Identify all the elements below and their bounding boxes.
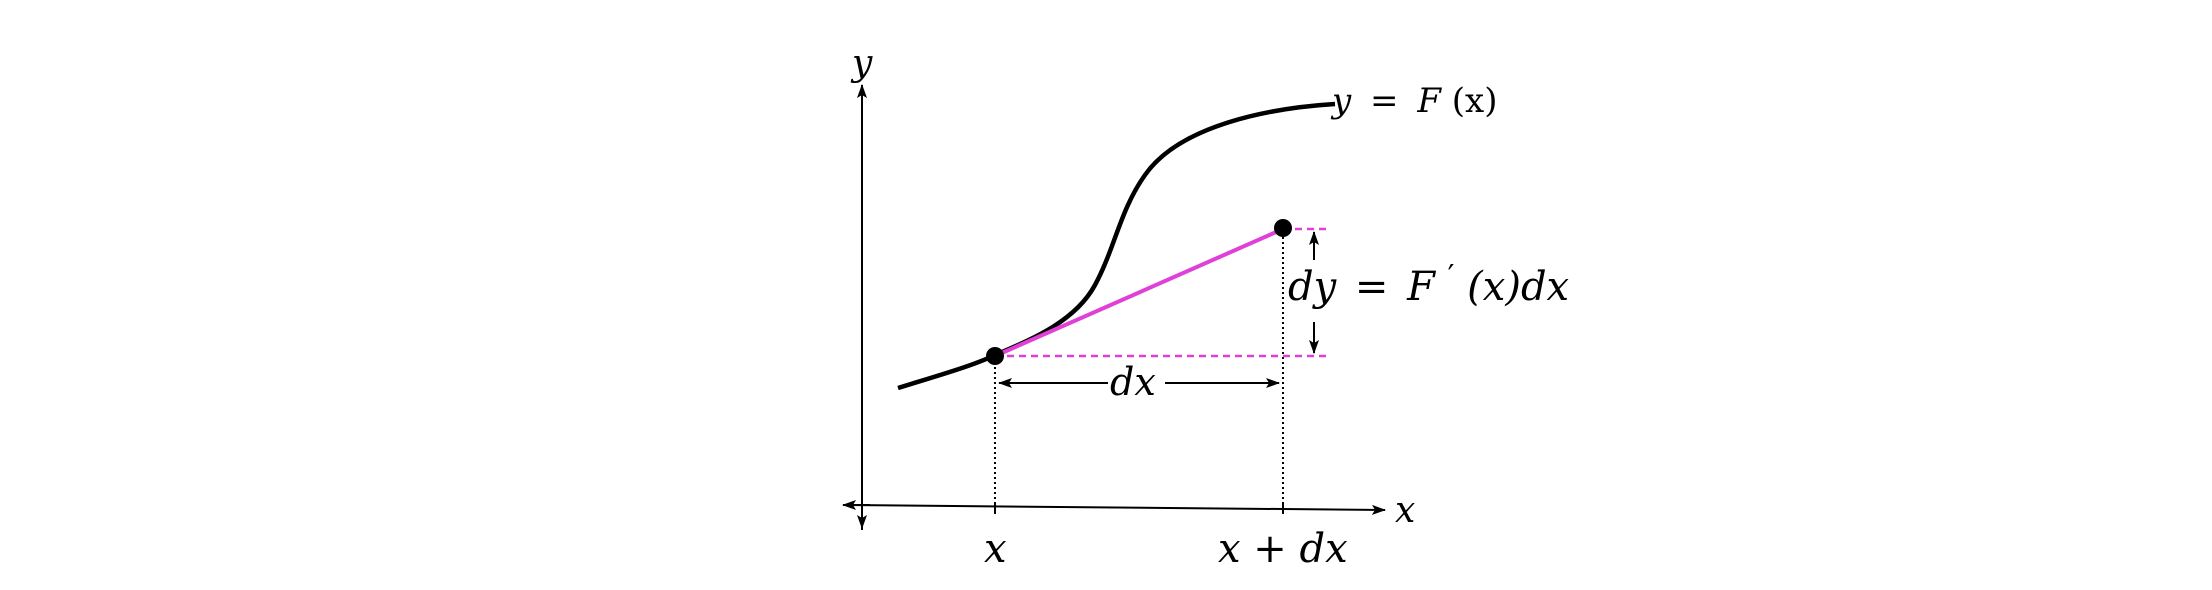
tangent-line <box>994 227 1284 358</box>
dx-label: dx <box>1110 360 1156 404</box>
tick-label-x: x <box>984 526 1007 572</box>
curve-equation-label: y = F (x) <box>1330 81 1497 121</box>
point-right-icon <box>1274 219 1292 237</box>
x-axis-label: x <box>1395 490 1415 531</box>
curve-F <box>897 101 1336 391</box>
point-left-icon <box>986 347 1004 365</box>
x-axis <box>844 504 1386 515</box>
dy-equation-label: dy = F ′ (x)dx <box>1288 250 1569 310</box>
y-axis-label: y <box>850 43 873 84</box>
tick-label-x-plus-dx: x + dx <box>1218 526 1348 572</box>
